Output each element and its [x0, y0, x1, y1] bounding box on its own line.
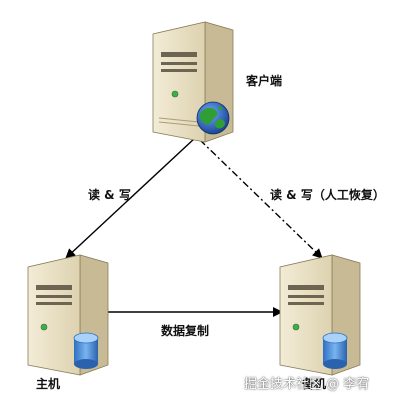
backup-database-icon — [322, 332, 348, 369]
globe-icon — [196, 101, 230, 135]
backup-server-icon — [279, 254, 361, 376]
primary-database-icon — [73, 332, 99, 369]
arrow-client-to-backup — [199, 139, 323, 259]
watermark-text: 掘金技术社区 @ 李宥 — [244, 377, 370, 392]
edge-label-client-primary: 读 & 写 — [88, 188, 131, 202]
edge-label-primary-backup: 数据复制 — [161, 324, 210, 338]
edge-label-client-backup: 读 & 写（人工恢复） — [270, 188, 385, 202]
primary-label: 主机 — [36, 377, 61, 391]
arrow-client-to-primary — [65, 137, 196, 259]
backup-label: 备机 — [302, 377, 327, 391]
client-label: 客户端 — [246, 74, 283, 88]
